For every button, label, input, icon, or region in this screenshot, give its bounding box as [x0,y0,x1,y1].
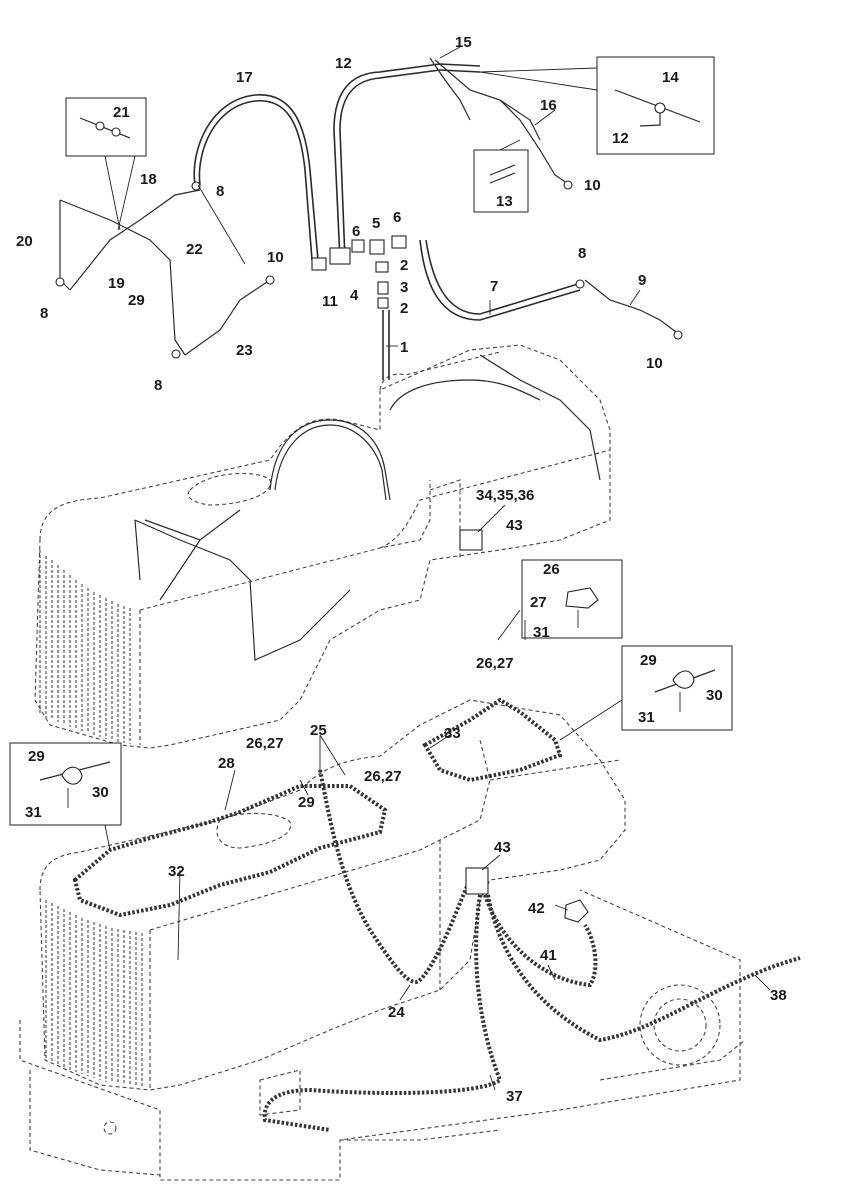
callout-8: 8 [154,377,162,394]
callout-30: 30 [92,784,109,801]
detail-box-29-30-right [621,645,733,731]
callout-4: 4 [350,287,359,304]
callout-20: 20 [16,233,33,250]
detail-box-29-30-left [9,742,122,826]
callout-33: 33 [444,725,461,742]
detail-box-13 [473,149,529,213]
callout-23: 23 [236,342,253,359]
callout-31: 31 [533,624,550,641]
detail-box-26-27 [521,559,623,639]
callout-27: 27 [530,594,547,611]
callout-9: 9 [638,272,646,289]
callout-29: 29 [298,794,315,811]
callout-30: 30 [706,687,723,704]
callout-13: 13 [496,193,513,210]
callout-43: 43 [506,517,523,534]
callout-38: 38 [770,987,787,1004]
callout-29: 29 [128,292,145,309]
callout-26-27: 26,27 [246,735,284,752]
callout-29: 29 [28,748,45,765]
callout-32: 32 [168,863,185,880]
callout-18: 18 [140,171,157,188]
callout-2: 2 [400,300,408,317]
callout-26: 26 [543,561,560,578]
callout-8: 8 [216,183,224,200]
callout-24: 24 [388,1004,405,1021]
callout-2: 2 [400,257,408,274]
lower-grille [45,900,143,1088]
callout-22: 22 [186,241,203,258]
upper-connector [459,529,483,551]
callout-11: 11 [322,293,338,310]
callout-12: 12 [335,55,352,72]
detail-box-14 [596,56,715,155]
callout-31: 31 [638,709,655,726]
callout-37: 37 [506,1088,523,1105]
callout-16: 16 [540,97,557,114]
callout-6: 6 [393,209,401,226]
callout-43: 43 [494,839,511,856]
callout-28: 28 [218,755,235,772]
detail-box-21 [65,97,147,157]
callout-10: 10 [646,355,663,372]
callout-7: 7 [490,278,498,295]
hose-assembly [55,57,683,380]
sensor-42 [564,899,589,923]
leader-lines [104,46,771,1091]
callout-8: 8 [40,305,48,322]
callout-labels: 1 2 2 3 4 5 6 6 7 8 8 8 8 9 10 10 10 11 … [16,34,787,1105]
callout-26-27: 26,27 [364,768,402,785]
callout-10: 10 [584,177,601,194]
callout-10: 10 [267,249,284,266]
callout-6: 6 [352,223,360,240]
callout-26-27: 26,27 [476,655,514,672]
callout-17: 17 [236,69,253,86]
lower-tank-outline [19,697,801,1181]
upper-tank-outline [34,344,611,749]
callout-19: 19 [108,275,125,292]
callout-5: 5 [372,215,380,232]
callout-25: 25 [310,722,327,739]
upper-grille [39,550,131,744]
callout-41: 41 [540,947,557,964]
callout-31: 31 [25,804,42,821]
callout-42: 42 [528,900,545,917]
lower-connector [465,867,489,895]
callout-12: 12 [612,130,629,147]
callout-34-35-36: 34,35,36 [476,487,534,504]
callout-29: 29 [640,652,657,669]
callout-21: 21 [113,104,130,121]
callout-14: 14 [662,69,679,86]
callout-8: 8 [578,245,586,262]
callout-3: 3 [400,279,408,296]
callout-15: 15 [455,34,472,51]
callout-1: 1 [400,339,408,356]
